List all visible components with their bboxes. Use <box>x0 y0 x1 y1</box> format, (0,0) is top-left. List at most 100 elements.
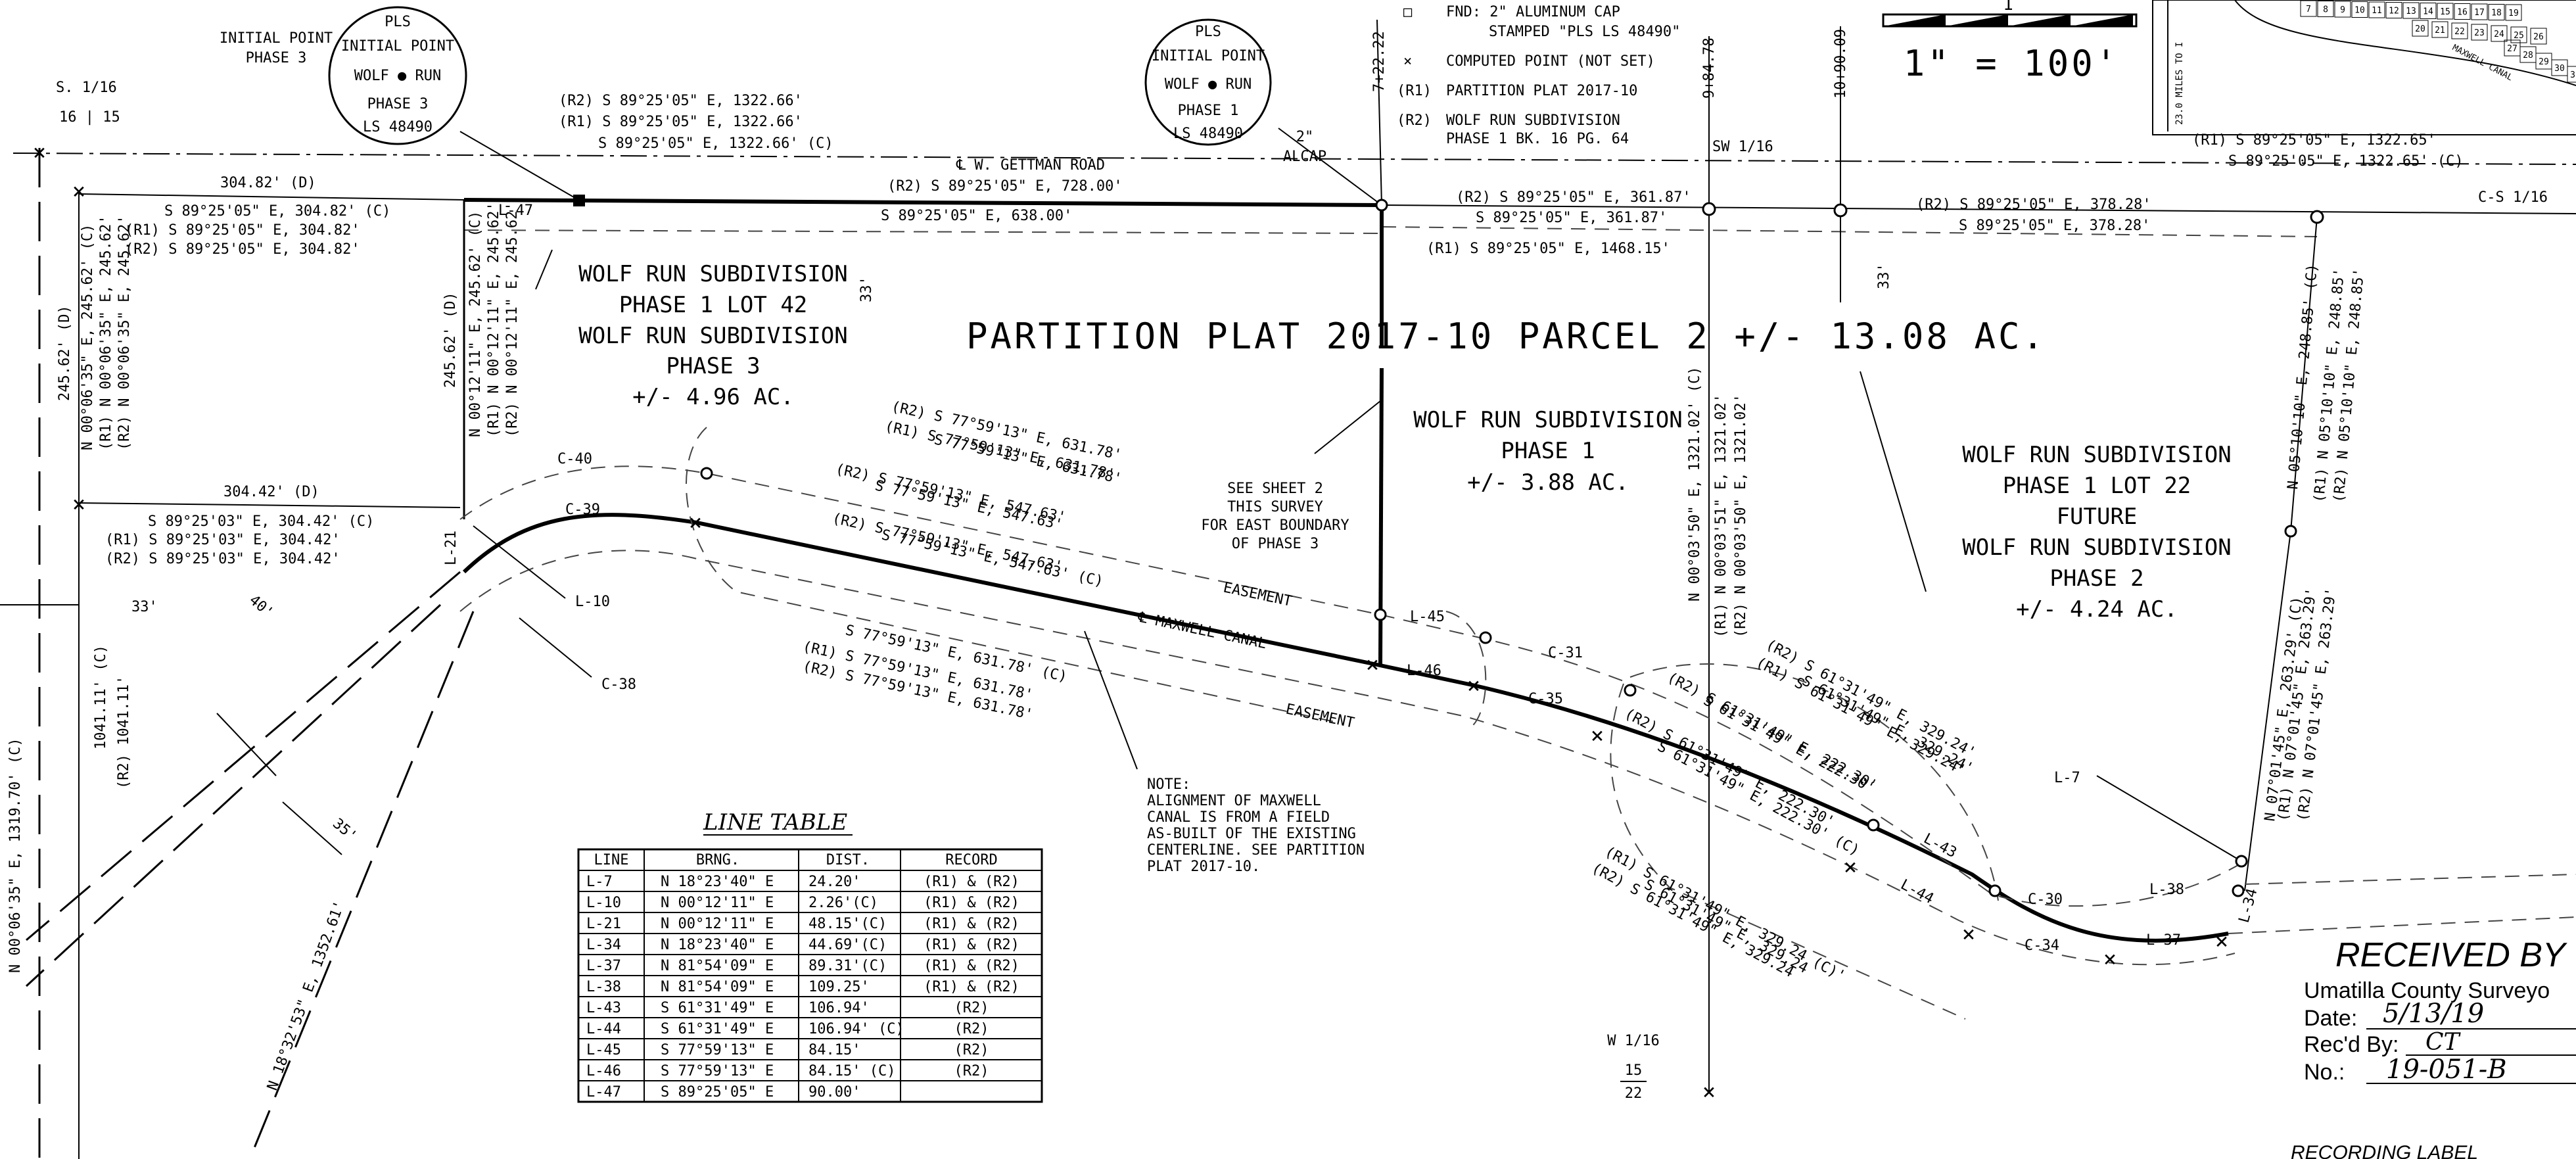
lot22-line1: WOLF RUN SUBDIVISION <box>1962 442 2231 468</box>
scale-bar: 1 1" = 100' <box>1882 0 2138 84</box>
far-west: N 00°06'35" E, 1319.70' (C) <box>7 738 24 973</box>
monument-10 <box>1833 203 1848 218</box>
callout3-line3: WOLF ● RUN <box>354 68 441 84</box>
lot42-line2: PHASE 1 LOT 42 <box>619 292 808 318</box>
monument-c31 <box>1624 684 1637 697</box>
d-304-82: 304.82' (D) <box>220 175 316 191</box>
computed-point-12: × <box>1702 1079 1716 1105</box>
line-table-cell-bearing: N 00°12'11" E <box>661 916 774 932</box>
north-row-line <box>463 229 1382 234</box>
west-304-42-2: (R1) S 89°25'03" E, 304.42' <box>105 532 340 548</box>
vert-1321-2: (R1) N 00°03'51" E, 1321.02' <box>1713 394 1729 638</box>
vicinity-lot-number: 9 <box>2340 5 2345 15</box>
east-1322-2: S 89°25'05" E, 1322.65' (C) <box>2228 153 2464 170</box>
easement-label-south: EASEMENT <box>1284 701 1356 731</box>
east-boundary-top <box>2290 216 2318 532</box>
monument-l45a <box>1374 608 1387 621</box>
tick-2 <box>282 801 342 855</box>
inner-vertical-2: (R1) N 00°12'11" E, 245.62' <box>486 202 502 437</box>
cs116-label: C-S 1/16 <box>2478 189 2548 206</box>
north-boundary-east <box>1381 204 2576 214</box>
monument-cs116 <box>2310 210 2324 224</box>
leader-initial3 <box>459 131 579 201</box>
dim-40: 40' <box>246 592 277 621</box>
callout3-outside2: PHASE 3 <box>246 50 307 66</box>
lot22-line3: FUTURE <box>2057 504 2138 530</box>
station-10: 10+90.09 <box>1833 29 1849 99</box>
vicinity-lot-number: 15 <box>2440 7 2450 17</box>
s116-sections: 16 | 15 <box>59 109 120 126</box>
vicinity-lot <box>2567 66 2576 83</box>
monument-l43 <box>1867 818 1880 832</box>
computed-point-11: × <box>2215 928 2228 955</box>
vicinity-lot-number: 13 <box>2406 7 2416 16</box>
line-table-cell-record: (R1) & (R2) <box>924 916 1019 932</box>
received-no-label: No.: <box>2304 1060 2345 1085</box>
line-l45: L-45 <box>1410 609 1445 625</box>
see-sheet-2: THIS SURVEY <box>1227 499 1323 515</box>
received-recd-value: CT <box>2425 1029 2462 1056</box>
callout-phase3: PLS INITIAL POINT WOLF ● RUN PHASE 3 LS … <box>220 6 467 145</box>
legend-computed: COMPUTED POINT (NOT SET) <box>1446 53 1655 70</box>
computed-point-3: × <box>33 139 46 166</box>
easement-box-ne <box>1629 663 1999 901</box>
lot42-line1: WOLF RUN SUBDIVISION <box>578 261 847 287</box>
east-canal-2 <box>2244 874 2576 885</box>
legend-r1: PARTITION PLAT 2017-10 <box>1446 83 1637 99</box>
line-table-cell-record: (R2) <box>954 1021 989 1037</box>
easement-south <box>459 550 2236 966</box>
scale-bar-fill-3 <box>2008 14 2071 26</box>
line-table-cell-record: (R1) & (R2) <box>924 979 1019 995</box>
computed-point-7: × <box>1591 722 1604 749</box>
parcel-phase1: WOLF RUN SUBDIVISION PHASE 1 +/- 3.88 AC… <box>1413 407 1682 496</box>
line-table-cell-record: (R1) & (R2) <box>924 895 1019 911</box>
line-table-cell-bearing: S 61°31'49" E <box>661 1000 774 1016</box>
canal-north-7: S 77°59'13" E, 547.63' (C) <box>880 527 1105 590</box>
east-leader <box>1860 371 1927 592</box>
line-table-cell-bearing: S 89°25'05" E <box>661 1084 774 1100</box>
dim-33-west: 33' <box>131 599 158 615</box>
line-l44: L-44 <box>1898 876 1936 907</box>
north-top-2: (R1) S 89°25'05" E, 1322.66' <box>559 114 803 130</box>
note-2: ALIGNMENT OF MAXWELL <box>1147 793 1321 809</box>
vicinity-lot <box>2317 1 2334 17</box>
vicinity-lot-number: 7 <box>2306 5 2311 14</box>
west-long-2: (R2) 1041.11' <box>116 676 132 789</box>
vicinity-lot-number: 10 <box>2354 6 2365 16</box>
vicinity-lot-number: 22 <box>2454 27 2465 37</box>
alcap-line1: 2" <box>1296 129 1314 145</box>
lot42-line3: WOLF RUN SUBDIVISION <box>578 323 847 349</box>
west-vertical-1: N 00°06'35" E, 245.62' (C) <box>80 224 96 450</box>
line-table-cell-record: (R2) <box>954 1042 989 1058</box>
line-table-cell-bearing: S 61°31'49" E <box>661 1021 774 1037</box>
parcel-lot42: WOLF RUN SUBDIVISION PHASE 1 LOT 42 WOLF… <box>578 261 847 410</box>
dim-35: 35' <box>329 815 360 845</box>
plat-title: PARTITION PLAT 2017-10 PARCEL 2 +/- 13.0… <box>966 316 2046 357</box>
line-table-cell-record: (R1) & (R2) <box>924 874 1019 890</box>
line-table-cell-distance: 109.25' <box>808 979 870 995</box>
line-table-cell-line: L-45 <box>586 1042 621 1058</box>
lot42-line4: PHASE 3 <box>666 353 760 379</box>
inner-vertical-1: N 00°12'11" E, 245.62' (C) <box>467 211 484 437</box>
old-canal-3 <box>248 611 475 1159</box>
vicinity-lot-number: 25 <box>2514 31 2524 41</box>
callout1-line2: INITIAL POINT <box>1152 48 1265 64</box>
section-labels: S. 1/16 16 | 15 SW 1/16 C-S 1/16 W 1/16 … <box>56 29 2548 1102</box>
line-table-header-brng: BRNG. <box>696 852 739 868</box>
west-long-1: 1041.11' (C) <box>93 645 109 749</box>
vicinity-lot <box>2334 1 2351 18</box>
vicinity-lot-number: 24 <box>2494 30 2504 39</box>
callout3-line5: LS 48490 <box>363 119 433 135</box>
mid-378-2: S 89°25'05" E, 378.28' <box>1959 218 2150 234</box>
line-table-header-record: RECORD <box>945 852 997 868</box>
received-no-value: 19-051-B <box>2386 1054 2507 1085</box>
vicinity-lot-number: 26 <box>2533 32 2544 42</box>
monument-l34 <box>2232 884 2245 897</box>
